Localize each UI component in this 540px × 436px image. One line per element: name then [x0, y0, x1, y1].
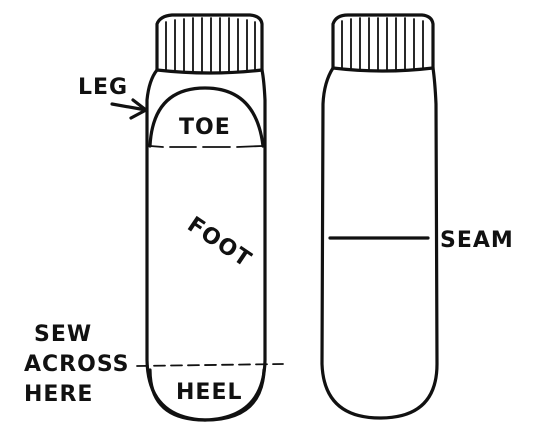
label-toe: TOE: [179, 115, 231, 140]
label-leg: LEG: [78, 75, 128, 100]
right-sock-cuff: [331, 13, 435, 73]
heel-region-outline: [148, 368, 266, 422]
toe-region-outline: [148, 86, 265, 148]
sew-line: [136, 363, 284, 367]
leg-arrow: [110, 98, 148, 120]
left-sock: [136, 13, 284, 422]
right-sock-body: [320, 66, 439, 420]
instruction-line-3: HERE: [24, 382, 93, 407]
label-seam: SEAM: [440, 228, 514, 253]
instruction-line-1: SEW: [34, 322, 92, 347]
label-foot: FOOT: [183, 212, 256, 273]
right-sock: [320, 13, 439, 420]
label-heel: HEEL: [176, 380, 243, 405]
left-sock-cuff: [155, 13, 264, 75]
sew-across-here-label: SEW ACROSS HERE: [24, 322, 130, 407]
toe-fold-line: [149, 145, 263, 148]
instruction-line-2: ACROSS: [24, 352, 130, 377]
